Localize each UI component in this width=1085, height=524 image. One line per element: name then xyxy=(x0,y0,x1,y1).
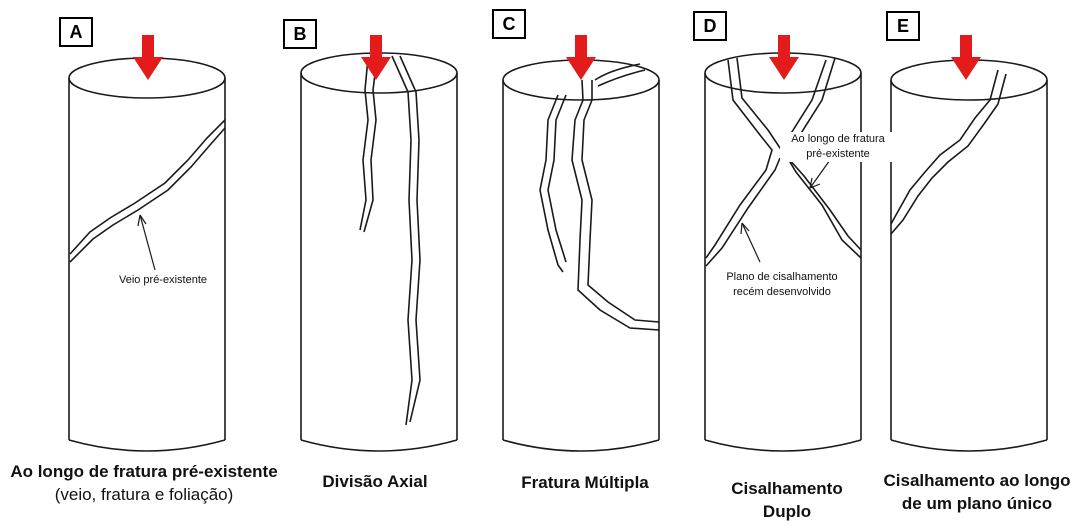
caption-d-line2: Duplo xyxy=(763,502,811,521)
fracture-e xyxy=(891,70,1006,234)
panel-label-d: D xyxy=(693,11,727,41)
arrow-a-icon xyxy=(133,35,163,80)
panel-label-c: C xyxy=(492,9,526,39)
caption-a-line1: Ao longo de fratura pré-existente xyxy=(10,462,277,481)
caption-e: Cisalhamento ao longo de um plano único xyxy=(872,469,1082,515)
load-arrows xyxy=(133,35,981,80)
annotation-existing-fracture: Ao longo de fratura pré-existente xyxy=(780,132,896,162)
annotation-plane-line2: recém desenvolvido xyxy=(733,286,831,298)
annotation-vein: Veio pré-existente xyxy=(104,273,222,288)
fracture-c xyxy=(540,64,659,330)
caption-b-line1: Divisão Axial xyxy=(322,472,427,491)
caption-c: Fratura Múltipla xyxy=(500,471,670,494)
caption-d-line1: Cisalhamento xyxy=(731,479,842,498)
arrow-c-icon xyxy=(566,35,596,80)
caption-e-line2: de um plano único xyxy=(902,494,1052,513)
cylinder-e xyxy=(891,60,1047,451)
panel-label-a: A xyxy=(59,17,93,47)
cylinder-d xyxy=(705,53,861,451)
arrow-d-icon xyxy=(769,35,799,80)
cylinder-a xyxy=(69,58,225,451)
arrow-b-icon xyxy=(361,35,391,80)
fracture-b xyxy=(360,56,420,425)
arrow-e-icon xyxy=(951,35,981,80)
caption-b: Divisão Axial xyxy=(300,470,450,493)
caption-e-line1: Cisalhamento ao longo xyxy=(883,471,1070,490)
caption-d: Cisalhamento Duplo xyxy=(722,477,852,523)
cylinder-b xyxy=(301,53,457,451)
cylinder-c xyxy=(503,60,659,451)
caption-a: Ao longo de fratura pré-existente (veio,… xyxy=(4,460,284,506)
annotation-new-shear-plane: Plano de cisalhamento recém desenvolvido xyxy=(718,270,846,300)
annotation-existing-line2: pré-existente xyxy=(806,148,870,160)
panel-label-e: E xyxy=(886,11,920,41)
caption-c-line1: Fratura Múltipla xyxy=(521,473,649,492)
annotation-existing-line1: Ao longo de fratura xyxy=(791,133,885,145)
annotation-pointers xyxy=(138,160,830,270)
caption-a-line2: (veio, fratura e foliação) xyxy=(4,483,284,506)
annotation-plane-line1: Plano de cisalhamento xyxy=(726,271,837,283)
fracture-d xyxy=(706,58,861,266)
panel-label-b: B xyxy=(283,19,317,49)
